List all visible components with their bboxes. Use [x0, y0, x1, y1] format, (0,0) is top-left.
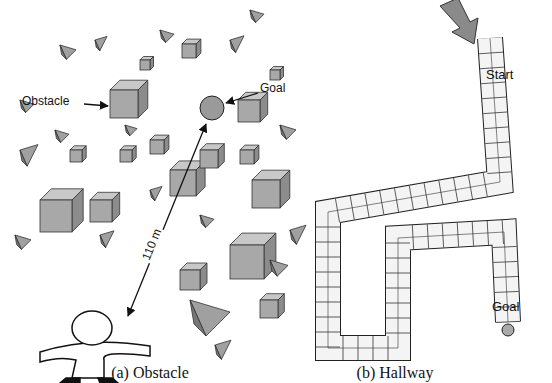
cell-line [328, 212, 329, 348]
pyramid [270, 260, 277, 276]
pyramid [280, 125, 286, 139]
pyramid [200, 215, 206, 228]
cube-front [150, 140, 164, 154]
pyramid [15, 235, 31, 249]
pyramid [100, 231, 114, 248]
leader-line [226, 93, 258, 103]
pyramid [125, 125, 130, 136]
cube-side [280, 67, 284, 81]
cube-front [120, 150, 132, 162]
pyramid [290, 230, 296, 244]
pyramid [60, 45, 66, 59]
obstacle-field [15, 10, 306, 359]
cube-side [278, 294, 284, 318]
cube-side [132, 146, 136, 162]
hallway-floor [328, 38, 508, 348]
pyramid [15, 235, 21, 249]
cube-side [218, 144, 224, 168]
cube-front [40, 200, 72, 232]
start-arrow [440, 0, 478, 44]
pyramid [190, 300, 230, 336]
pyramid [250, 10, 264, 23]
pyramid [100, 235, 106, 248]
cube-side [112, 192, 120, 222]
label: 110 m [139, 226, 165, 265]
cube-front [260, 300, 278, 318]
pyramid [55, 130, 61, 143]
pyramid [200, 215, 214, 228]
cube-front [270, 70, 280, 80]
cube-side [72, 189, 83, 232]
cell-line [398, 238, 399, 348]
cube-side [150, 57, 154, 71]
pyramid [160, 30, 174, 43]
pyramid [160, 30, 166, 43]
pyramid [60, 45, 76, 59]
cube-front [252, 180, 280, 208]
pyramid [95, 40, 100, 51]
distance-line [128, 124, 206, 316]
label: Obstacle [22, 95, 69, 108]
cube-front [238, 100, 260, 122]
cube-front [70, 150, 82, 162]
pyramid [55, 130, 69, 143]
label: Goal [492, 300, 519, 314]
pyramid [230, 36, 244, 53]
pyramid [150, 186, 162, 200]
pyramid [95, 36, 107, 50]
cube-side [280, 170, 290, 208]
cube-front [240, 150, 254, 164]
pyramid [215, 340, 231, 359]
hallway-maze [316, 38, 520, 360]
cube-front [110, 90, 138, 118]
cube-front [180, 270, 200, 290]
pyramid [270, 260, 288, 276]
panel-caption: (a) Obstacle [111, 364, 189, 382]
pyramid [230, 40, 236, 53]
cube-side [138, 80, 148, 118]
cube-side [82, 146, 86, 162]
pyramid [150, 190, 155, 201]
pyramid [280, 125, 296, 139]
pyramid [290, 225, 306, 244]
pyramid [250, 10, 256, 23]
cube-front [170, 170, 196, 196]
pyramid [125, 125, 137, 136]
pyramid [190, 300, 206, 336]
pyramid [215, 345, 221, 359]
pyramid [20, 145, 38, 167]
cube-side [196, 39, 201, 58]
cube-front [182, 44, 196, 58]
pyramid [20, 150, 27, 166]
cube-front [90, 200, 112, 222]
label: Start [486, 68, 513, 82]
goal-ball [502, 324, 514, 336]
label: Goal [260, 82, 285, 95]
leader-line [84, 104, 108, 106]
cube-front [230, 245, 264, 279]
cube-side [200, 263, 207, 290]
cell-line [490, 38, 500, 182]
cell-line [328, 348, 398, 349]
cube-front [200, 150, 218, 168]
cube-front [140, 60, 150, 70]
cube-side [260, 92, 268, 122]
cube-side [254, 145, 259, 164]
cell-line [398, 232, 504, 238]
hallway-wall [328, 38, 508, 348]
cell-line [328, 182, 500, 212]
panel-caption: (b) Hallway [357, 364, 434, 382]
cube-side [164, 135, 169, 154]
goal-sphere [200, 96, 224, 120]
